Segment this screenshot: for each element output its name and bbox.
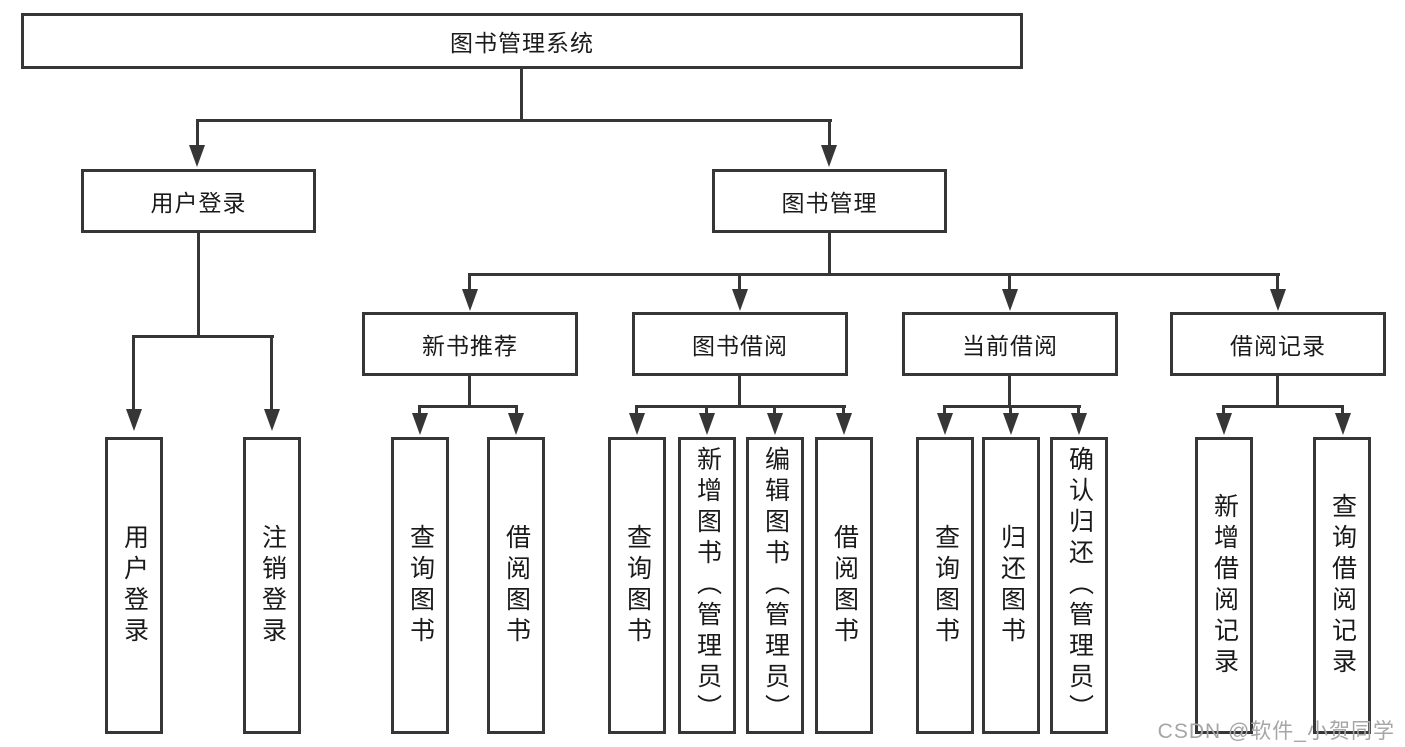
arrowhead-icon bbox=[1002, 289, 1018, 311]
connector-line bbox=[1009, 405, 1012, 413]
connector-line bbox=[1341, 405, 1344, 413]
node-new-book-recommend: 新书推荐 bbox=[362, 312, 578, 376]
connector-line bbox=[842, 405, 845, 413]
connector-line bbox=[1222, 405, 1344, 408]
arrowhead-icon bbox=[1216, 413, 1232, 435]
leaf-query-books-current: 查询图书 bbox=[916, 437, 974, 734]
leaf-borrow-books: 借阅图书 bbox=[815, 437, 873, 734]
connector-line bbox=[196, 119, 832, 122]
leaf-edit-books-admin: 编辑图书（管理员） bbox=[746, 437, 804, 734]
connector-line bbox=[828, 233, 831, 275]
connector-line bbox=[1008, 376, 1011, 407]
leaf-query-books-recommend: 查询图书 bbox=[391, 437, 449, 734]
connector-line bbox=[520, 69, 523, 121]
arrowhead-icon bbox=[699, 413, 715, 435]
watermark: CSDN @软件_小贺同学 bbox=[1157, 720, 1395, 743]
connector-line bbox=[132, 335, 274, 338]
connector-line bbox=[418, 405, 421, 413]
arrowhead-icon bbox=[937, 413, 953, 435]
leaf-return-books: 归还图书 bbox=[982, 437, 1040, 734]
connector-line bbox=[738, 273, 741, 289]
arrowhead-icon bbox=[412, 413, 428, 435]
connector-line bbox=[1077, 405, 1080, 413]
leaf-logout: 注销登录 bbox=[243, 437, 301, 734]
connector-line bbox=[515, 405, 518, 413]
connector-line bbox=[468, 376, 471, 407]
connector-line bbox=[196, 119, 199, 145]
connector-line bbox=[197, 233, 200, 337]
connector-line bbox=[418, 405, 518, 408]
arrowhead-icon bbox=[821, 145, 837, 167]
connector-line bbox=[270, 335, 273, 409]
node-user-login: 用户登录 bbox=[81, 169, 316, 233]
arrowhead-icon bbox=[508, 413, 524, 435]
node-book-management: 图书管理 bbox=[712, 169, 947, 233]
leaf-borrow-books-recommend: 借阅图书 bbox=[487, 437, 545, 734]
node-borrow-records: 借阅记录 bbox=[1170, 312, 1386, 376]
connector-line bbox=[773, 405, 776, 413]
connector-line bbox=[943, 405, 1081, 408]
leaf-add-borrow-record: 新增借阅记录 bbox=[1195, 437, 1253, 734]
connector-line bbox=[943, 405, 946, 413]
arrowhead-icon bbox=[264, 409, 280, 431]
connector-line bbox=[635, 405, 846, 408]
arrowhead-icon bbox=[767, 413, 783, 435]
connector-line bbox=[1276, 273, 1279, 289]
arrowhead-icon bbox=[629, 413, 645, 435]
arrowhead-icon bbox=[1071, 413, 1087, 435]
node-current-borrow: 当前借阅 bbox=[902, 312, 1118, 376]
arrowhead-icon bbox=[1270, 289, 1286, 311]
leaf-confirm-return-admin: 确认归还（管理员） bbox=[1050, 437, 1108, 734]
leaf-add-books-admin: 新增图书（管理员） bbox=[678, 437, 736, 734]
connector-line bbox=[1276, 376, 1279, 407]
connector-line bbox=[468, 273, 471, 289]
connector-line bbox=[1222, 405, 1225, 413]
node-root: 图书管理系统 bbox=[21, 13, 1023, 69]
arrowhead-icon bbox=[1335, 413, 1351, 435]
arrowhead-icon bbox=[189, 145, 205, 167]
arrowhead-icon bbox=[836, 413, 852, 435]
leaf-query-books-borrow: 查询图书 bbox=[608, 437, 666, 734]
arrowhead-icon bbox=[462, 289, 478, 311]
connector-line bbox=[828, 119, 831, 145]
arrowhead-icon bbox=[126, 409, 142, 431]
node-book-borrow: 图书借阅 bbox=[632, 312, 848, 376]
leaf-query-borrow-record: 查询借阅记录 bbox=[1313, 437, 1371, 734]
arrowhead-icon bbox=[732, 289, 748, 311]
connector-line bbox=[468, 273, 1280, 276]
connector-line bbox=[132, 335, 135, 409]
connector-line bbox=[1008, 273, 1011, 289]
arrowhead-icon bbox=[1003, 413, 1019, 435]
connector-line bbox=[705, 405, 708, 413]
leaf-user-login: 用户登录 bbox=[105, 437, 163, 734]
connector-line bbox=[738, 376, 741, 407]
connector-line bbox=[635, 405, 638, 413]
